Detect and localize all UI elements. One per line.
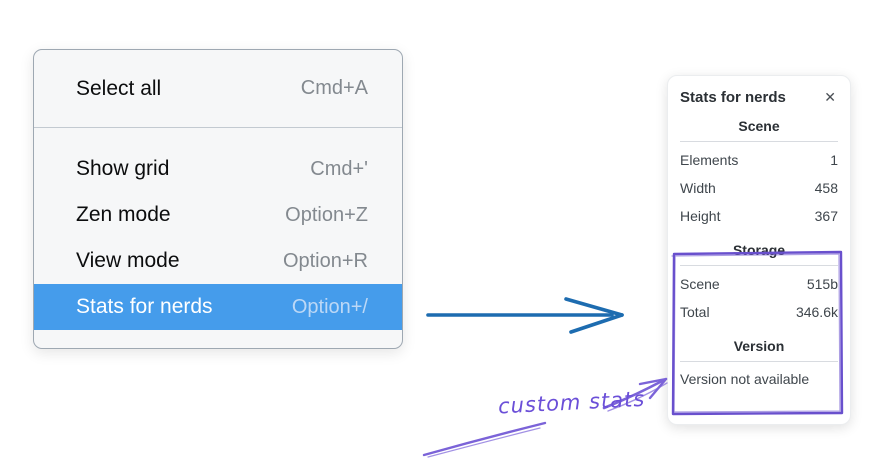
stat-row-total-storage: Total 346.6k (680, 298, 838, 326)
stat-row-width: Width 458 (680, 174, 838, 202)
pointer-arrow (426, 297, 624, 334)
menu-divider (34, 127, 402, 128)
stat-label: Total (680, 304, 710, 320)
menu-item-zen-mode[interactable]: Zen mode Option+Z (34, 192, 402, 238)
section-heading-version: Version (733, 338, 785, 354)
menu-item-label: View mode (76, 249, 180, 272)
menu-item-shortcut: Option+R (282, 249, 368, 272)
context-menu: Select all Cmd+A Show grid Cmd+' Zen mod… (33, 49, 403, 349)
stats-panel: Stats for nerds ✕ Scene Elements 1 Width… (667, 75, 851, 425)
close-icon[interactable]: ✕ (824, 89, 836, 105)
stat-value: 1 (830, 152, 838, 168)
stat-label: Scene (680, 276, 720, 292)
stat-value: 515b (806, 276, 838, 292)
stat-label: Height (680, 208, 721, 224)
menu-item-view-mode[interactable]: View mode Option+R (34, 238, 402, 284)
menu-item-shortcut: Cmd+' (310, 157, 368, 180)
stat-row-scene-storage: Scene 515b (680, 270, 838, 298)
stat-label: Elements (680, 152, 739, 168)
menu-item-label: Zen mode (76, 203, 171, 226)
stat-value: 458 (814, 180, 838, 196)
menu-item-label: Stats for nerds (76, 295, 213, 318)
menu-item-shortcut: Option+/ (291, 295, 368, 318)
stat-value: 367 (814, 208, 838, 224)
menu-item-shortcut: Cmd+A (300, 77, 368, 99)
menu-item-shortcut: Option+Z (285, 203, 368, 226)
annotation-tail-stroke (422, 421, 547, 458)
menu-item-show-grid[interactable]: Show grid Cmd+' (34, 146, 402, 192)
section-divider (680, 265, 838, 266)
section-divider (680, 361, 838, 362)
menu-spacer (34, 128, 402, 146)
stat-row-elements: Elements 1 (680, 146, 838, 174)
menu-item-label: Show grid (76, 157, 170, 180)
stats-panel-title: Stats for nerds (680, 88, 786, 106)
section-heading-storage: Storage (732, 242, 786, 258)
section-heading-scene: Scene (738, 118, 780, 134)
menu-item-stats-for-nerds[interactable]: Stats for nerds Option+/ (34, 284, 402, 330)
stat-value: 346.6k (795, 304, 838, 320)
annotation-label: custom stats (497, 386, 646, 419)
version-note: Version not available (680, 371, 810, 387)
stat-label: Width (680, 180, 716, 196)
menu-item-select-all[interactable]: Select all Cmd+A (34, 50, 402, 127)
section-divider (680, 141, 838, 142)
stat-row-height: Height 367 (680, 202, 838, 230)
stats-panel-header: Stats for nerds ✕ (680, 88, 838, 106)
menu-item-label: Select all (76, 76, 162, 100)
